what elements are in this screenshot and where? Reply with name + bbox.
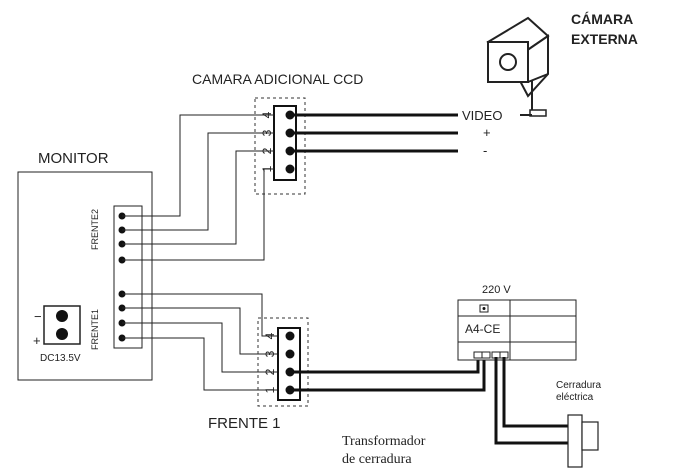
frente1-block-label: FRENTE 1 (208, 415, 281, 432)
frente1-wires (122, 293, 280, 391)
frente2-wires (122, 114, 274, 261)
power-minus-label: − (34, 309, 42, 324)
transformer-caption-2: de cerradura (342, 452, 412, 467)
lock-caption-2: eléctrica (556, 392, 594, 403)
monitor-label: MONITOR (38, 150, 109, 167)
cam-output-wires (294, 113, 532, 153)
electric-lock-icon (567, 414, 599, 468)
camera-additional-label: CAMARA ADICIONAL CCD (192, 71, 363, 87)
external-camera-icon (486, 16, 550, 117)
video-label: VIDEO (462, 108, 502, 123)
frente1-terminal-2: 2 (263, 368, 277, 375)
cam-block-dashed-outline (254, 97, 306, 195)
frente1-terminal-1: 1 (263, 386, 277, 393)
monitor-terminal-strip (113, 205, 143, 349)
v220-label: 220 V (482, 284, 511, 296)
frente1-terminal-4: 4 (263, 332, 277, 339)
power-pin-negative (56, 310, 68, 322)
dc-label: DC13.5V (40, 353, 81, 364)
cam-terminal-strip (273, 105, 297, 181)
plus-label: + (483, 125, 491, 140)
transformer-model-label: A4-CE (465, 322, 500, 336)
lock-caption-1: Cerradura (556, 380, 601, 391)
frente1-block-dashed-outline (257, 317, 309, 407)
frente1-terminal-strip (277, 327, 301, 401)
camera-external-label-1: CÁMARA (571, 11, 633, 27)
cam-terminal-screws (285, 110, 295, 174)
frente2-label: FRENTE2 (90, 209, 100, 250)
minus-label: - (483, 143, 487, 158)
lock-wires (494, 357, 568, 445)
camera-external-label-2: EXTERNA (571, 31, 638, 47)
frente1-label: FRENTE1 (90, 309, 100, 350)
frente1-terminal-3: 3 (263, 350, 277, 357)
power-pin-positive (56, 328, 68, 340)
transformer-input-wires (294, 357, 486, 392)
transformer-box (457, 299, 577, 361)
power-plus-label: + (33, 333, 41, 348)
frente1-terminal-screws (285, 331, 295, 395)
transformer-caption-1: Transformador (342, 434, 426, 449)
